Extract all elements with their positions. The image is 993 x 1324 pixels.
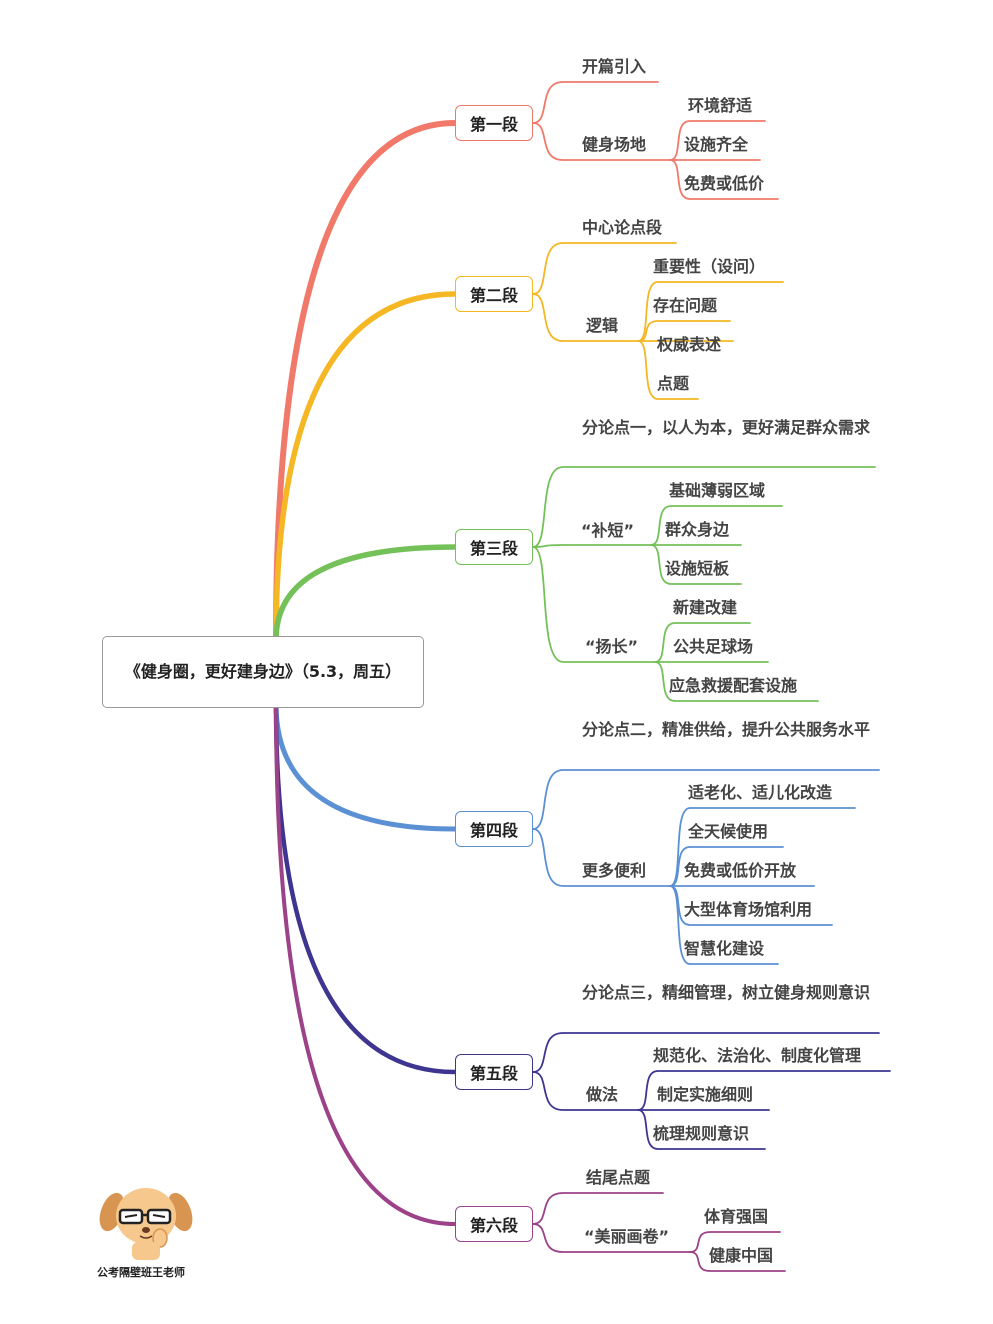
watermark-caption: 公考隔壁班王老师	[97, 1266, 185, 1279]
link-s4-sub2	[532, 769, 880, 830]
link-s5-norm	[637, 1070, 891, 1111]
section-6-label: 第六段	[469, 1216, 518, 1235]
node-comfortable-env[interactable]: 环境舒适	[688, 96, 753, 115]
dog-mascot-icon	[99, 1188, 193, 1260]
branch-section-4	[273, 701, 458, 832]
node-beautiful-picture[interactable]: “美丽画卷”	[584, 1227, 670, 1246]
node-build-strengths[interactable]: “扬长”	[585, 637, 639, 656]
link-s4-allweather	[669, 846, 784, 887]
link-s2-point	[637, 340, 699, 400]
link-s6-picture	[532, 1223, 691, 1253]
branch-section-5	[273, 701, 458, 1075]
section-4-node[interactable]: 第四段	[455, 811, 533, 847]
node-more-convenience[interactable]: 更多便利	[582, 861, 647, 880]
node-method[interactable]: 做法	[586, 1085, 619, 1104]
link-s3-weak	[650, 505, 783, 546]
link-s5-awareness	[637, 1109, 766, 1150]
link-s3-short	[532, 544, 652, 548]
node-sub-argument-3[interactable]: 分论点三，精细管理，树立健身规则意识	[582, 983, 871, 1002]
node-point-topic[interactable]: 点题	[657, 374, 690, 393]
node-ending[interactable]: 结尾点题	[586, 1168, 651, 1187]
section-2-label: 第二段	[469, 286, 518, 305]
node-fill-gaps[interactable]: “补短”	[581, 521, 635, 540]
section-4-label: 第四段	[469, 821, 518, 840]
link-s2-logic	[532, 293, 639, 342]
section-5-label: 第五段	[469, 1064, 518, 1083]
link-s1-free	[669, 159, 779, 200]
node-healthy-china[interactable]: 健康中国	[709, 1246, 774, 1265]
node-age-friendly[interactable]: 适老化、适儿化改造	[688, 783, 833, 802]
node-public-football[interactable]: 公共足球场	[673, 637, 754, 656]
node-weak-areas[interactable]: 基础薄弱区域	[669, 481, 766, 500]
node-near-people[interactable]: 群众身边	[665, 520, 730, 539]
node-fitness-venue[interactable]: 健身场地	[582, 135, 647, 154]
section-1-label: 第一段	[469, 115, 518, 134]
node-problems[interactable]: 存在问题	[653, 296, 718, 315]
branch-section-2	[273, 291, 458, 643]
link-s5-sub3	[532, 1032, 880, 1073]
link-s6-health	[689, 1251, 786, 1272]
link-s1-venue	[532, 122, 671, 161]
node-rules-detail[interactable]: 制定实施细则	[657, 1085, 754, 1104]
branch-section-3	[273, 544, 458, 643]
node-free-lowprice[interactable]: 免费或低价	[684, 174, 765, 193]
section-3-node[interactable]: 第三段	[455, 529, 533, 565]
node-sub-argument-2[interactable]: 分论点二，精准供给，提升公共服务水平	[582, 720, 871, 739]
link-s2-center	[532, 242, 677, 295]
link-s3-sub1	[532, 466, 876, 548]
node-rule-awareness[interactable]: 梳理规则意识	[653, 1124, 750, 1143]
link-s4-elderly	[669, 807, 856, 887]
branch-section-1	[273, 120, 458, 643]
branch-section-6	[274, 702, 457, 1226]
node-sports-power[interactable]: 体育强国	[704, 1207, 769, 1226]
section-6-node[interactable]: 第六段	[455, 1206, 533, 1242]
node-central-argument[interactable]: 中心论点段	[582, 218, 663, 237]
link-s4-convenient	[532, 828, 671, 887]
link-s2-importance	[637, 281, 784, 342]
link-s5-method	[532, 1071, 639, 1111]
node-opening-intro[interactable]: 开篇引入	[582, 57, 647, 76]
section-3-label: 第三段	[469, 539, 518, 558]
node-smart-build[interactable]: 智慧化建设	[684, 939, 765, 958]
node-importance[interactable]: 重要性（设问）	[653, 257, 766, 276]
root-title: 《健身圈，更好建身边》（5.3，周五）	[124, 662, 402, 681]
node-emergency-facility[interactable]: 应急救援配套设施	[669, 676, 798, 695]
root-topic[interactable]: 《健身圈，更好建身边》（5.3，周五）	[102, 636, 424, 708]
node-free-open[interactable]: 免费或低价开放	[684, 861, 797, 880]
link-s3-newbuild	[654, 622, 751, 663]
node-sub-argument-1[interactable]: 分论点一，以人为本，更好满足群众需求	[582, 418, 871, 437]
link-s3-long	[532, 546, 656, 663]
node-all-weather[interactable]: 全天候使用	[688, 822, 769, 841]
link-s1-intro	[532, 81, 659, 124]
link-s3-emergency	[654, 661, 819, 702]
link-s4-smart	[669, 885, 779, 965]
node-complete-facility[interactable]: 设施齐全	[684, 135, 749, 154]
node-authority[interactable]: 权威表述	[657, 335, 722, 354]
section-5-node[interactable]: 第五段	[455, 1054, 533, 1090]
section-1-node[interactable]: 第一段	[455, 105, 533, 141]
node-logic[interactable]: 逻辑	[586, 316, 619, 335]
link-s3-shortboard	[650, 544, 742, 585]
node-facility-shortfall[interactable]: 设施短板	[665, 559, 730, 578]
node-stadium-use[interactable]: 大型体育场馆利用	[684, 900, 813, 919]
node-standardized-mgmt[interactable]: 规范化、法治化、制度化管理	[653, 1046, 862, 1065]
link-s6-ending	[532, 1192, 664, 1225]
node-new-rebuild[interactable]: 新建改建	[673, 598, 738, 617]
link-s6-sports	[689, 1231, 781, 1253]
link-s1-env	[669, 120, 766, 161]
section-2-node[interactable]: 第二段	[455, 276, 533, 312]
